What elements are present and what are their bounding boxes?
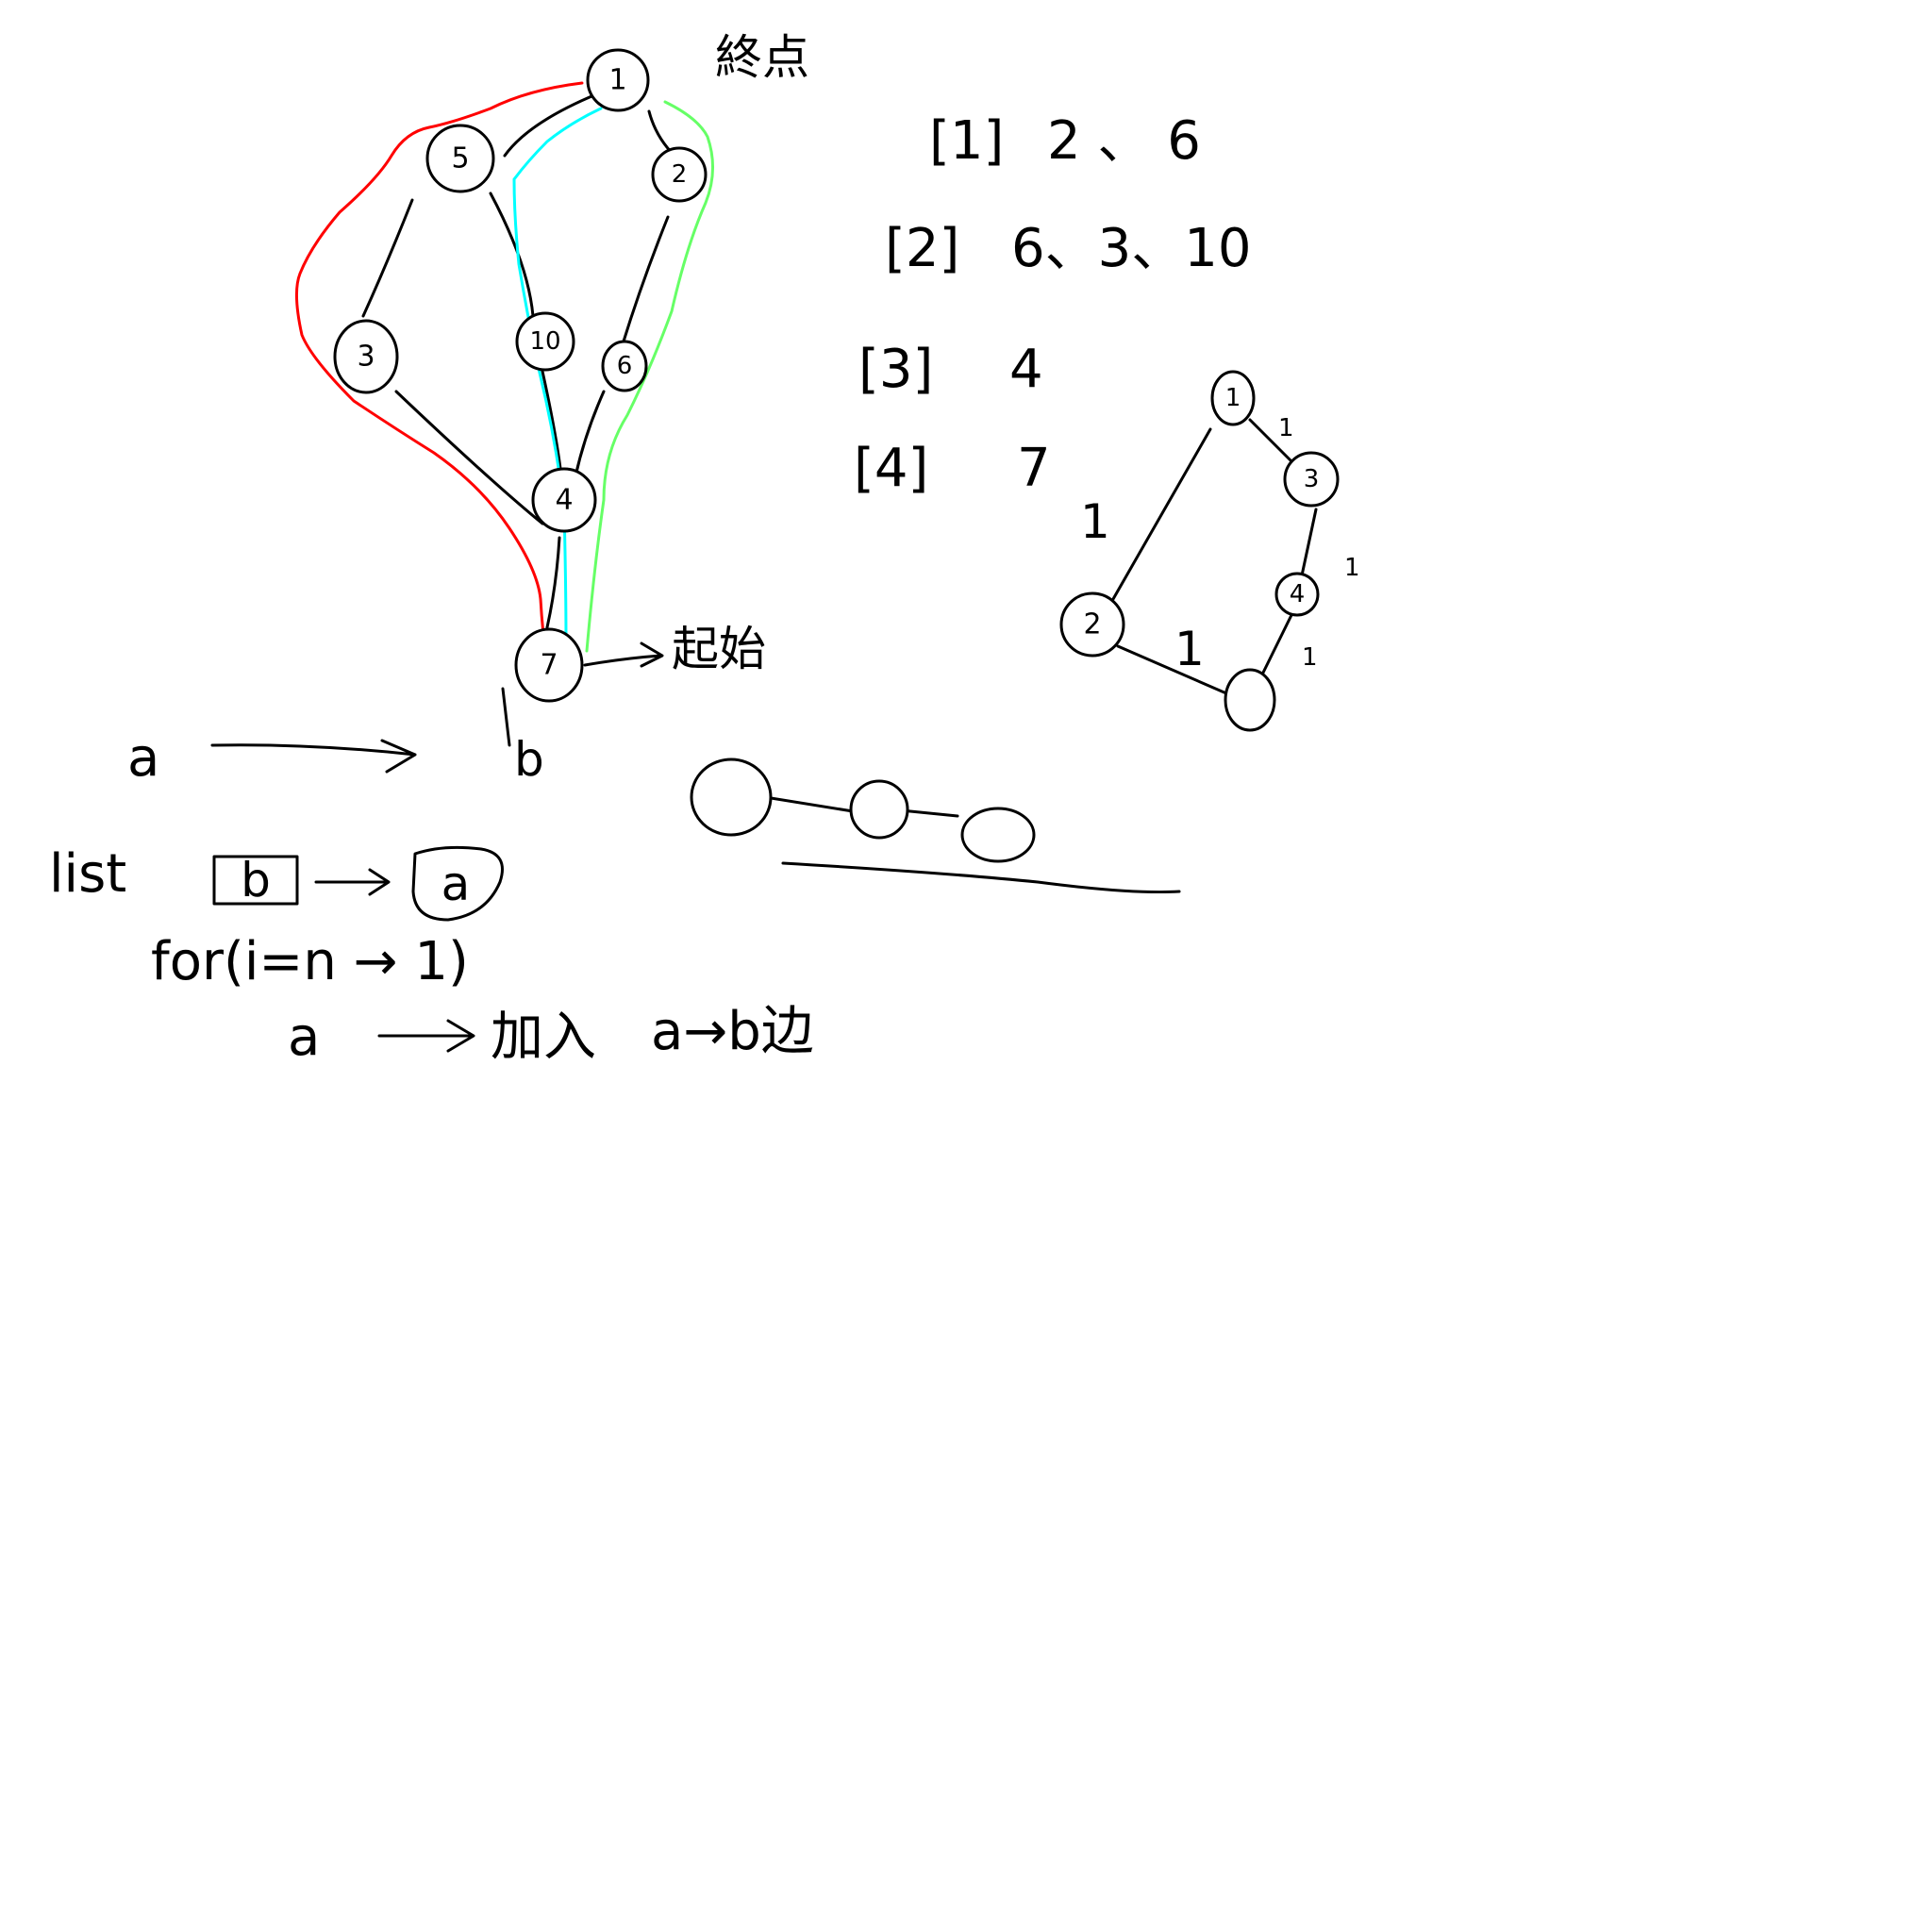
edge-5-10: [489, 192, 535, 318]
svg-text:6: 6: [617, 352, 633, 380]
svg-text:[4]: [4]: [854, 438, 928, 499]
weight-r1-r3: 1: [1278, 414, 1294, 442]
svg-text:[3]: [3]: [858, 339, 933, 400]
left-graph: 1 5 2 3 10 6 4 7 終点: [294, 30, 809, 703]
note-b: b: [514, 732, 544, 787]
edge-r3-r4: [1300, 508, 1318, 577]
add-line-text: 加入: [491, 1007, 596, 1068]
right-node-4: 4: [1274, 572, 1320, 617]
svg-text:4: 4: [1009, 339, 1043, 400]
node-chain: [690, 758, 1181, 894]
right-node-5: [1224, 668, 1276, 732]
node-3: 3: [333, 319, 399, 394]
svg-text:2: 2: [1083, 608, 1101, 641]
node-2: 2: [651, 146, 708, 203]
svg-text:[1]: [1]: [929, 110, 1004, 172]
node-6: 6: [601, 340, 648, 392]
adjacency-list: [1] 2 、 6 [2] 6、3、10 [3] 4 [4] 7: [854, 110, 1252, 499]
edge-r4-r5: [1260, 611, 1294, 676]
start-label: 起始: [672, 622, 766, 676]
edge-r2-r5: [1116, 644, 1228, 695]
list-index-box: [212, 855, 299, 906]
node-5: 5: [425, 124, 495, 193]
note-a: a: [127, 727, 159, 789]
chain-node-2: [849, 779, 909, 840]
list-value-blob: [411, 845, 504, 922]
svg-text:2: 2: [672, 160, 688, 189]
adjacency-row-3: [3] 4: [858, 339, 1043, 400]
chain-underline: [781, 861, 1181, 894]
start-arrow: [583, 641, 664, 668]
svg-text:[2]: [2]: [885, 218, 959, 279]
chain-node-3: [960, 807, 1036, 863]
svg-text:5: 5: [451, 142, 469, 175]
node-7: 7: [514, 627, 584, 703]
edge-r1-r2: [1111, 427, 1212, 601]
right-node-2: 2: [1059, 591, 1125, 658]
right-node-3: 3: [1283, 451, 1340, 508]
end-label: 終点: [715, 30, 809, 85]
svg-text:7: 7: [540, 649, 558, 682]
edge-2-6: [621, 215, 670, 346]
edge-5-3: [361, 198, 414, 318]
edge-1-5: [503, 92, 598, 158]
weight-r2-r5: 1: [1174, 622, 1205, 676]
right-graph: 1 3 4 2 1 1 1 1 1: [1059, 370, 1360, 732]
notes: a b list b a for(i=n → 1) a 加入 a→b边: [49, 687, 814, 1068]
note-a-b-arrow: [210, 739, 417, 774]
for-line: for(i=n → 1): [151, 931, 469, 992]
adjacency-row-4: [4] 7: [854, 438, 1051, 499]
edge-r1-r3: [1248, 418, 1294, 464]
edge-3-4: [394, 390, 544, 525]
note-b-stem: [501, 687, 511, 747]
adjacency-row-1: [1] 2 、 6: [929, 110, 1201, 172]
edge-4-7: [545, 536, 561, 629]
add-line-a: a: [288, 1007, 320, 1068]
list-label: list: [49, 843, 126, 905]
list-arrow: [314, 868, 391, 896]
node-10: 10: [515, 311, 575, 372]
svg-text:7: 7: [1017, 438, 1051, 499]
weight-r4-r5: 1: [1302, 643, 1318, 672]
right-node-1: 1: [1210, 370, 1256, 426]
svg-text:1: 1: [1225, 384, 1241, 412]
chain-node-1: [690, 758, 773, 837]
edge-6-4: [574, 390, 606, 478]
svg-text:4: 4: [555, 484, 573, 517]
weight-r1-r2: 1: [1080, 494, 1110, 549]
svg-text:2 、 6: 2 、 6: [1047, 110, 1201, 172]
add-line-edge: a→b边: [651, 1001, 814, 1062]
green-path: [585, 100, 715, 653]
add-line-arrow: [377, 1019, 475, 1053]
node-4: 4: [531, 467, 597, 533]
svg-text:3: 3: [1304, 465, 1320, 493]
edge-10-4: [538, 357, 563, 478]
svg-text:4: 4: [1290, 580, 1306, 608]
node-1: 1: [586, 48, 650, 112]
svg-text:3: 3: [357, 341, 375, 374]
svg-text:1: 1: [608, 64, 626, 97]
weight-r3-r4: 1: [1344, 554, 1360, 582]
list-value: a: [441, 857, 471, 911]
svg-text:6、3、10: 6、3、10: [1011, 218, 1252, 279]
adjacency-row-2: [2] 6、3、10: [885, 218, 1252, 279]
svg-text:10: 10: [529, 327, 560, 356]
list-index: b: [241, 853, 271, 908]
red-path: [294, 81, 584, 667]
